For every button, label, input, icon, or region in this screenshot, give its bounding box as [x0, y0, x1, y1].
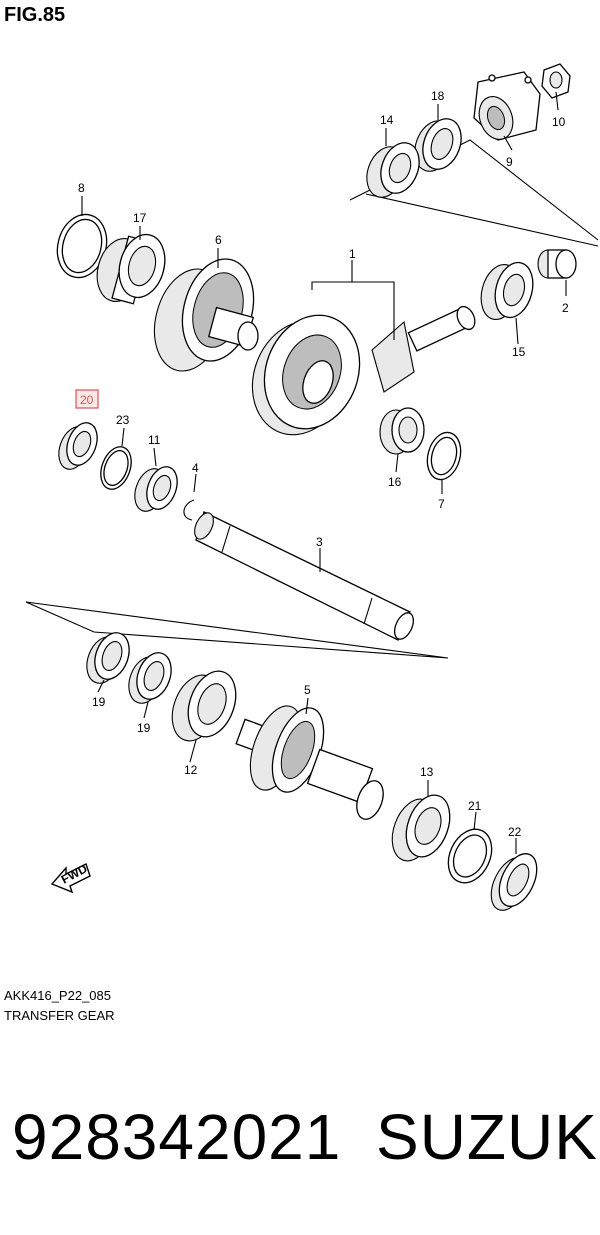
callout-labels: 1 2 3 4 5 6 7 8 9 10 11 12 13 14 15 16 1… [75, 89, 569, 839]
callout-1: 1 [349, 247, 356, 261]
diagram-drawing: FWD [25, 63, 599, 911]
callout-16: 16 [388, 475, 402, 489]
callout-4: 4 [192, 461, 199, 475]
product-footer [0, 1030, 600, 1235]
callout-7: 7 [438, 497, 445, 511]
callout-12: 12 [184, 763, 198, 777]
part-11-bearing [134, 466, 178, 512]
callout-14: 14 [380, 113, 394, 127]
part-20-oil-seal [58, 422, 98, 470]
part-21-o-ring [447, 828, 493, 884]
part-9-companion-flange [473, 71, 541, 141]
part-19-seal-a [86, 632, 130, 684]
callout-22: 22 [508, 825, 522, 839]
lower-guide-line [25, 601, 449, 659]
callout-17: 17 [133, 211, 147, 225]
part-7-o-ring [426, 431, 462, 481]
part-3-shaft [194, 511, 415, 641]
part-1-ring-gear-set [251, 305, 476, 436]
exploded-parts-diagram: FIG.85 [4, 4, 599, 1023]
part-6-gear [153, 258, 259, 372]
leader-lines [81, 91, 567, 854]
callout-2: 2 [562, 301, 569, 315]
part-18-oil-seal [414, 118, 462, 172]
part-15-bearing [480, 261, 534, 320]
callout-6: 6 [215, 233, 222, 247]
callout-18: 18 [431, 89, 445, 103]
part-19-seal-b [128, 652, 172, 704]
callout-8: 8 [78, 181, 85, 195]
part-8-snap-ring [56, 213, 108, 279]
part-22-oil-seal [490, 853, 538, 911]
callout-23: 23 [116, 413, 130, 427]
part-12-bearing [171, 670, 237, 742]
upper-guide-line-2 [365, 193, 599, 247]
callout-5: 5 [304, 683, 311, 697]
part-number: 928342021 [12, 1101, 342, 1173]
fwd-arrow-icon: FWD [50, 861, 91, 894]
callout-19a: 19 [92, 695, 106, 709]
callout-20: 20 [80, 393, 94, 407]
part-16-bearing [379, 407, 425, 455]
figure-code: AKK416_P22_085 [4, 988, 111, 1003]
part-13-bearing [391, 794, 451, 862]
callout-15: 15 [512, 345, 526, 359]
part-17-bearing [96, 233, 166, 305]
part-5-gear [235, 705, 384, 820]
part-10-nut [541, 63, 571, 99]
callout-10: 10 [552, 115, 566, 129]
figure-description: TRANSFER GEAR [4, 1008, 115, 1023]
figure-title: FIG.85 [4, 4, 66, 26]
callout-19b: 19 [137, 721, 151, 735]
callout-9: 9 [506, 155, 513, 169]
callout-13: 13 [420, 765, 434, 779]
part-4-circlip [183, 499, 195, 521]
callout-21: 21 [468, 799, 482, 813]
callout-3: 3 [316, 535, 323, 549]
part-14-bearing [366, 142, 420, 198]
callout-11: 11 [148, 433, 161, 447]
part-2-cap [537, 249, 577, 279]
callout-20-highlight-box [75, 389, 99, 409]
brand-name: SUZUKI [376, 1101, 600, 1173]
part-23-snap-ring [100, 446, 132, 490]
